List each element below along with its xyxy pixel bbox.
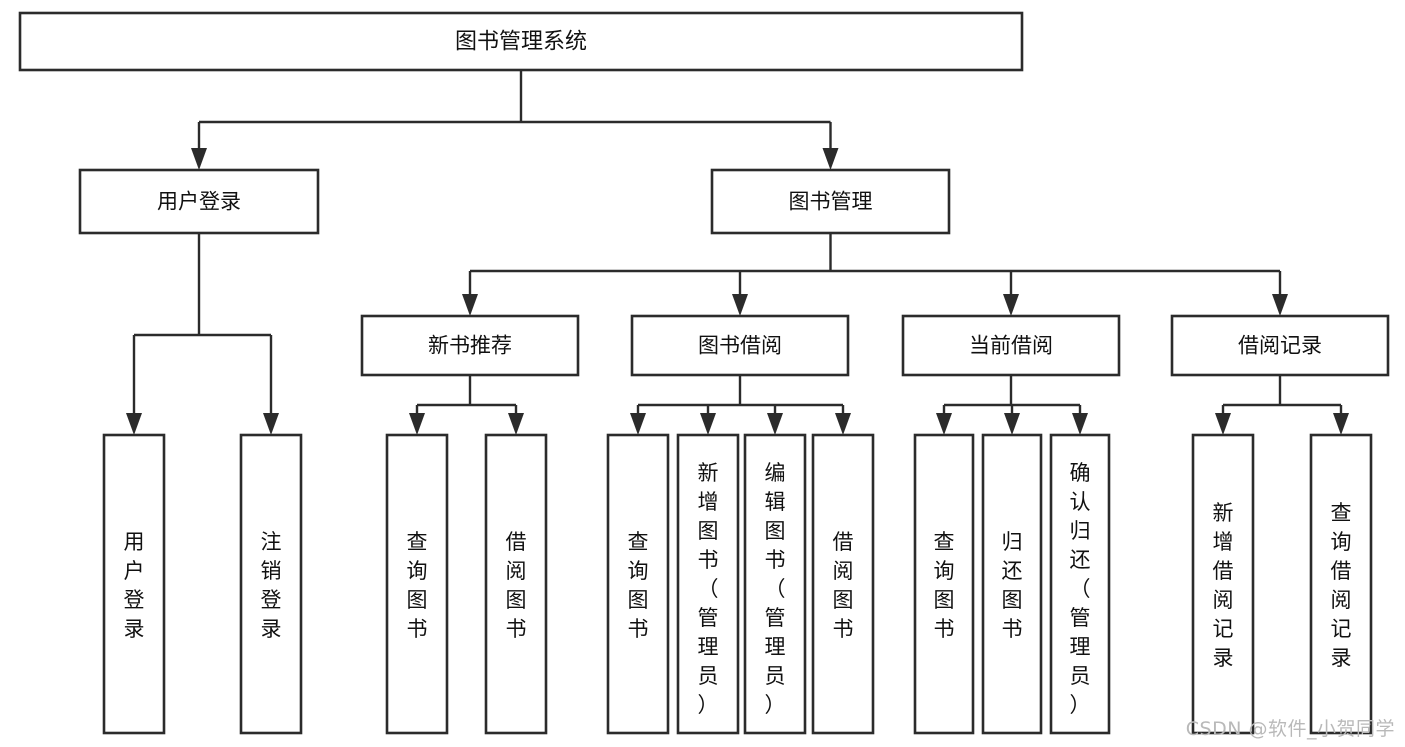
node-label: 新书推荐 [428, 334, 512, 358]
node-leaf_7[interactable]: 借阅图书 [811, 433, 875, 735]
arrow-head-icon [630, 413, 646, 435]
node-label: 图书管理系统 [455, 30, 587, 55]
arrow-head-icon [767, 413, 783, 435]
arrow-head-icon [1072, 413, 1088, 435]
node-label: 用户登录 [124, 530, 145, 641]
connector-group [191, 70, 839, 170]
arrow-head-icon [1333, 413, 1349, 435]
node-box[interactable] [811, 433, 875, 735]
arrow-head-icon [700, 413, 716, 435]
connector-group [630, 375, 851, 435]
node-l2_1[interactable]: 图书管理 [710, 168, 951, 235]
arrow-head-icon [732, 294, 748, 316]
node-box[interactable] [743, 433, 807, 735]
node-box[interactable] [1170, 314, 1390, 377]
arrow-head-icon [1003, 294, 1019, 316]
node-box[interactable] [1191, 433, 1255, 735]
node-label: 图书借阅 [698, 334, 782, 358]
node-box[interactable] [606, 433, 670, 735]
arrow-head-icon [508, 413, 524, 435]
node-layer: 图书管理系统用户登录图书管理新书推荐图书借阅当前借阅借阅记录用户登录注销登录查询… [18, 11, 1390, 735]
arrow-head-icon [1215, 413, 1231, 435]
connector-group [1215, 375, 1349, 435]
arrow-head-icon [263, 413, 279, 435]
node-box[interactable] [360, 314, 580, 377]
node-l2_0[interactable]: 用户登录 [78, 168, 320, 235]
node-box[interactable] [1309, 433, 1373, 735]
node-leaf_1[interactable]: 注销登录 [239, 433, 303, 735]
node-leaf_6[interactable]: 编辑图书（管理员） [743, 433, 807, 735]
connector-layer [126, 70, 1349, 435]
node-label: 用户登录 [157, 190, 241, 214]
node-box[interactable] [18, 11, 1024, 72]
node-label: 查询图书 [934, 530, 955, 641]
arrow-head-icon [936, 413, 952, 435]
node-box[interactable] [676, 433, 740, 735]
node-l3_2[interactable]: 当前借阅 [901, 314, 1121, 377]
node-leaf_4[interactable]: 查询图书 [606, 433, 670, 735]
node-leaf_12[interactable]: 查询借阅记录 [1309, 433, 1373, 735]
node-leaf_9[interactable]: 归还图书 [981, 433, 1043, 735]
arrow-head-icon [126, 413, 142, 435]
node-l3_0[interactable]: 新书推荐 [360, 314, 580, 377]
connector-group [462, 233, 1288, 316]
node-label: 当前借阅 [969, 334, 1053, 358]
node-l3_1[interactable]: 图书借阅 [630, 314, 850, 377]
node-label: 归还图书 [1002, 530, 1023, 641]
node-box[interactable] [78, 168, 320, 235]
node-leaf_3[interactable]: 借阅图书 [484, 433, 548, 735]
connector-group [126, 233, 279, 435]
node-leaf_0[interactable]: 用户登录 [102, 433, 166, 735]
node-label: 查询借阅记录 [1331, 501, 1352, 670]
arrow-head-icon [409, 413, 425, 435]
connector-group [409, 375, 524, 435]
node-label: 借阅记录 [1238, 334, 1322, 358]
node-box[interactable] [981, 433, 1043, 735]
node-leaf_2[interactable]: 查询图书 [385, 433, 449, 735]
node-label: 借阅图书 [506, 530, 527, 641]
node-label: 新增借阅记录 [1213, 501, 1234, 670]
arrow-head-icon [1004, 413, 1020, 435]
node-box[interactable] [901, 314, 1121, 377]
node-label: 确认归还（管理员） [1070, 461, 1091, 717]
node-box[interactable] [385, 433, 449, 735]
node-box[interactable] [1049, 433, 1111, 735]
node-box[interactable] [102, 433, 166, 735]
node-label: 新增图书（管理员） [698, 461, 719, 717]
node-box[interactable] [630, 314, 850, 377]
node-root[interactable]: 图书管理系统 [18, 11, 1024, 72]
node-label: 查询图书 [407, 530, 428, 641]
arrow-head-icon [822, 148, 839, 170]
connector-group [936, 375, 1088, 435]
arrow-head-icon [835, 413, 851, 435]
arrow-head-icon [462, 294, 478, 316]
arrow-head-icon [191, 148, 207, 170]
node-leaf_11[interactable]: 新增借阅记录 [1191, 433, 1255, 735]
node-box[interactable] [484, 433, 548, 735]
arrow-head-icon [1272, 294, 1288, 316]
node-leaf_5[interactable]: 新增图书（管理员） [676, 433, 740, 735]
node-box[interactable] [239, 433, 303, 735]
node-label: 借阅图书 [833, 530, 854, 641]
node-label: 编辑图书（管理员） [765, 461, 786, 717]
node-l3_3[interactable]: 借阅记录 [1170, 314, 1390, 377]
node-box[interactable] [913, 433, 975, 735]
node-leaf_8[interactable]: 查询图书 [913, 433, 975, 735]
node-leaf_10[interactable]: 确认归还（管理员） [1049, 433, 1111, 735]
node-box[interactable] [710, 168, 951, 235]
node-label: 查询图书 [628, 530, 649, 641]
node-label: 注销登录 [261, 530, 282, 641]
node-label: 图书管理 [789, 190, 873, 214]
